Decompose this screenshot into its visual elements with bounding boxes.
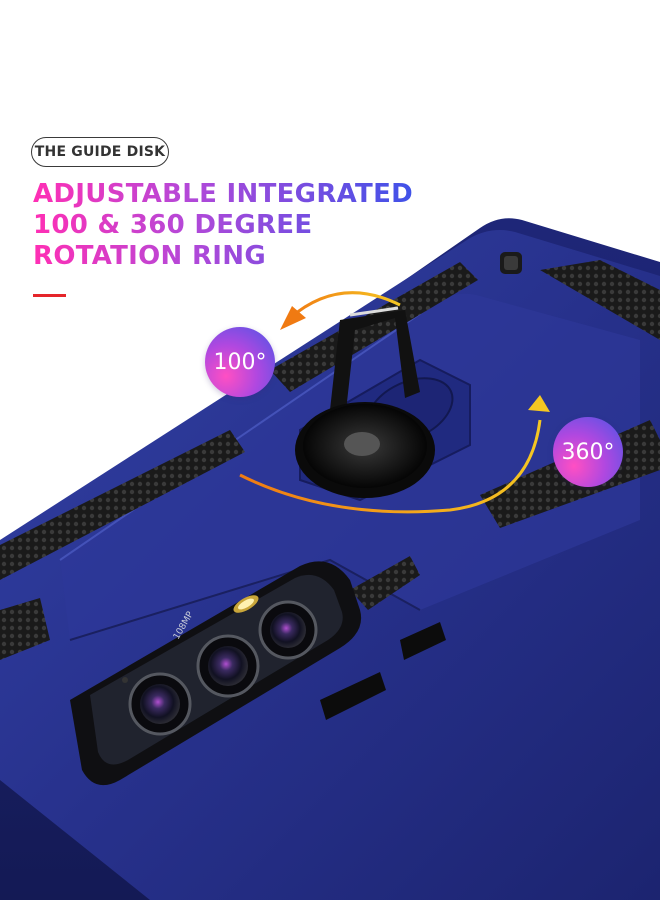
- headline-line-2: 100 & 360 DEGREE: [33, 210, 413, 241]
- angle-360-badge: 360°: [553, 417, 623, 487]
- accent-underline: [33, 294, 66, 297]
- headline-line-3: ROTATION RING: [33, 241, 413, 272]
- headline-line-1: ADJUSTABLE INTEGRATED: [33, 179, 414, 209]
- angle-100-badge: 100°: [205, 327, 275, 397]
- guide-disk-badge: THE GUIDE DISK: [31, 137, 169, 167]
- headline: ADJUSTABLE INTEGRATED 100 & 360 DEGREE R…: [33, 179, 413, 272]
